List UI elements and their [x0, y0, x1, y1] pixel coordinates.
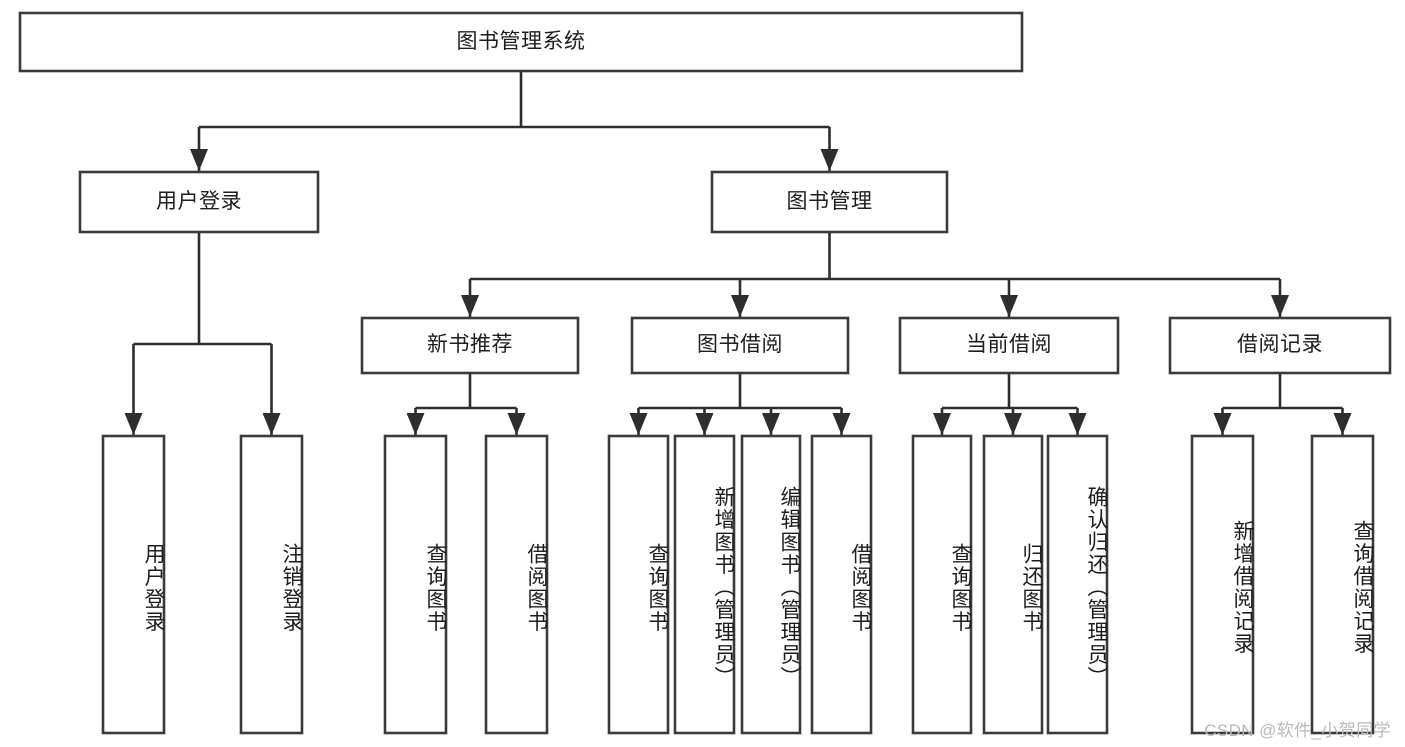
arrow-head-new-book-recommend: [461, 295, 479, 317]
node-box-leaf-user-login[interactable]: [101, 434, 166, 735]
node-box-user-login[interactable]: [78, 170, 320, 234]
arrow-head-leaf-return-book: [1004, 413, 1022, 435]
arrow-head-current-borrow: [1000, 295, 1018, 317]
node-box-leaf-borrow-book-recommend[interactable]: [484, 434, 549, 735]
watermark-text: CSDN @软件_小贺同学: [1204, 721, 1391, 740]
arrow-head-leaf-query-book-borrow: [629, 413, 648, 435]
node-box-leaf-add-borrow-record[interactable]: [1190, 434, 1255, 735]
node-box-book-borrow[interactable]: [630, 316, 850, 375]
arrow-head-leaf-query-book-recommend: [406, 413, 425, 435]
arrow-head-book-borrow: [731, 295, 749, 317]
connector-layer: [124, 71, 1352, 435]
node-box-leaf-confirm-return-admin[interactable]: [1046, 434, 1109, 735]
arrow-head-leaf-query-borrow-record: [1333, 413, 1352, 435]
arrow-head-leaf-add-book-admin: [695, 413, 714, 435]
node-box-new-book-recommend[interactable]: [360, 316, 580, 375]
arrow-head-leaf-confirm-return-admin: [1068, 413, 1087, 435]
node-box-leaf-logout[interactable]: [239, 434, 304, 735]
arrow-head-leaf-borrow-book-recommend: [507, 413, 526, 435]
arrow-head-leaf-edit-book-admin: [762, 413, 780, 435]
node-box-borrow-record[interactable]: [1168, 316, 1392, 375]
arrow-head-leaf-borrow-book: [832, 413, 851, 435]
arrow-head-leaf-query-book-current: [933, 413, 951, 435]
node-box-leaf-query-book-borrow[interactable]: [607, 434, 670, 735]
arrow-head-book-manage: [820, 149, 839, 171]
arrow-head-user-login: [190, 149, 208, 171]
arrow-head-leaf-logout: [262, 413, 281, 435]
node-box-leaf-add-book-admin[interactable]: [673, 434, 736, 735]
arrow-head-leaf-add-borrow-record: [1213, 413, 1232, 435]
node-box-leaf-borrow-book[interactable]: [810, 434, 873, 735]
node-box-leaf-return-book[interactable]: [982, 434, 1044, 735]
arrow-head-leaf-user-login: [124, 413, 143, 435]
node-box-leaf-query-borrow-record[interactable]: [1310, 434, 1375, 735]
arrow-head-borrow-record: [1271, 295, 1289, 317]
node-box-root[interactable]: [18, 11, 1024, 73]
node-box-leaf-edit-book-admin[interactable]: [740, 434, 802, 735]
node-box-book-manage[interactable]: [710, 170, 949, 234]
node-box-leaf-query-book-recommend[interactable]: [383, 434, 448, 735]
node-box-current-borrow[interactable]: [898, 316, 1120, 375]
node-layer: [18, 11, 1392, 735]
node-box-leaf-query-book-current[interactable]: [911, 434, 973, 735]
